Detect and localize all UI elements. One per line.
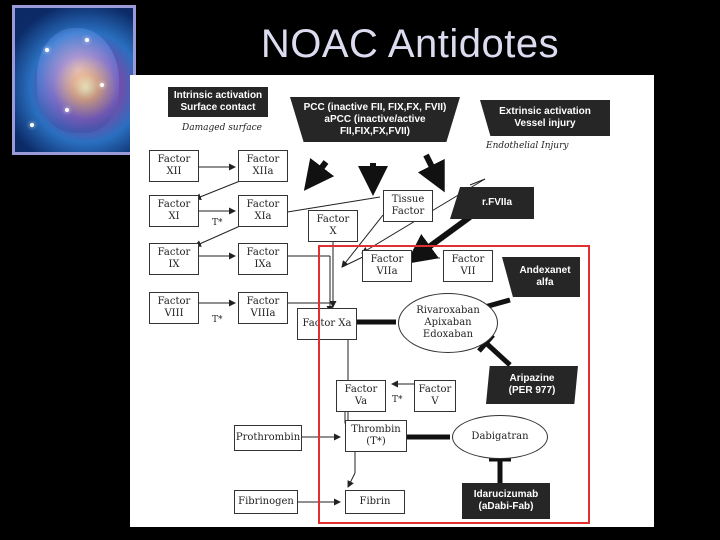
t-star-label-3: T* (392, 395, 403, 405)
idarucizumab-box: Idarucizumab(aDabi-Fab) (462, 483, 550, 519)
andexanet-l2: alfa (536, 277, 554, 288)
factor-viiia-l1: Factor (246, 296, 280, 307)
factor-xa: Factor Xa (297, 308, 357, 340)
pcc-line-1: PCC (inactive FII, FIX,FX, FVII) (303, 101, 447, 113)
thrombin-l1: Thrombin (351, 424, 401, 435)
rfviia-label: r.FVIIa (481, 197, 512, 208)
prothrombin-label: Prothrombin (235, 432, 301, 443)
slide-title: NOAC Antidotes (260, 22, 560, 66)
tissue-factor-l1: Tissue (391, 194, 425, 205)
factor-viii-l2: VIII (164, 308, 184, 319)
thrombin-l2: (T*) (366, 436, 386, 447)
factor-xii-l1: Factor (157, 154, 191, 165)
pcc-line-3: FII,FIX,FX,FVII) (340, 125, 410, 137)
pcc-line-2: aPCC (inactive/active (324, 113, 426, 125)
brain-head-icon (12, 5, 136, 155)
factor-va-l2: Va (354, 396, 368, 407)
idarucizumab-l2: (aDabi-Fab) (478, 501, 534, 512)
head-silhouette (37, 28, 119, 133)
spark (45, 48, 49, 52)
aripazine-l2: (PER 977) (508, 385, 556, 396)
extrinsic-line-2: Vessel injury (514, 118, 576, 129)
spark (65, 108, 69, 112)
thrombin: Thrombin(T*) (345, 420, 407, 452)
factor-ixa-l1: Factor (246, 247, 280, 258)
spark (30, 123, 34, 127)
factor-xi-l1: Factor (157, 199, 191, 210)
fibrinogen: Fibrinogen (234, 490, 298, 514)
spark (85, 38, 89, 42)
factor-vii-l1: Factor (451, 254, 485, 265)
factor-ix-l2: IX (168, 259, 180, 270)
damaged-surface-label: Damaged surface (182, 123, 262, 133)
aripazine-l1: Aripazine (509, 373, 555, 384)
factor-xii-l2: XII (166, 166, 182, 177)
factor-v-l2: V (431, 396, 439, 407)
factor-ix-l1: Factor (157, 247, 191, 258)
edoxaban: Edoxaban (422, 329, 474, 340)
extrinsic-line-1: Extrinsic activation (499, 106, 591, 117)
factor-xiia-l1: Factor (246, 154, 280, 165)
rivaroxaban: Rivaroxaban (416, 305, 480, 316)
apixaban: Apixaban (424, 317, 472, 328)
factor-v-l1: Factor (418, 384, 452, 395)
factor-va-l1: Factor (344, 384, 378, 395)
dabigatran-label: Dabigatran (471, 431, 529, 442)
t-star-label: T* (212, 218, 223, 228)
tissue-factor-l2: Factor (391, 206, 425, 217)
factor-viii-l1: Factor (157, 296, 191, 307)
andexanet-l1: Andexanet (519, 265, 571, 276)
pcc-box: PCC (inactive FII, FIX,FX, FVII)aPCC (in… (290, 97, 460, 142)
fibrinogen-label: Fibrinogen (238, 496, 294, 507)
intrinsic-line-2: Surface contact (180, 102, 256, 113)
rfviia-box: r.FVIIa (450, 187, 534, 219)
factor-xa-label: Factor Xa (302, 318, 352, 329)
factor-x-l1: Factor (316, 214, 350, 225)
spark (100, 83, 104, 87)
fibrin: Fibrin (345, 490, 405, 514)
idarucizumab-l1: Idarucizumab (473, 489, 539, 500)
factor-vii-l2: VII (460, 266, 476, 277)
antidote-highlight-box (318, 245, 590, 524)
factor-xi-l2: XI (168, 211, 180, 222)
factor-xiia-l2: XIIa (252, 166, 274, 177)
factor-x-l2: X (329, 226, 337, 237)
factor-xia-l2: XIa (254, 211, 272, 222)
fibrin-label: Fibrin (359, 496, 391, 507)
factor-viia-l2: VIIa (376, 266, 398, 277)
dabigatran-ellipse: Dabigatran (452, 415, 548, 459)
aripazine-box: Aripazine(PER 977) (486, 366, 578, 404)
factor-xia-l1: Factor (246, 199, 280, 210)
t-star-label-2: T* (212, 315, 223, 325)
factor-ixa-l2: IXa (254, 259, 272, 270)
factor-viiia-l2: VIIIa (250, 308, 276, 319)
factor-viia-l1: Factor (370, 254, 404, 265)
intrinsic-line-1: Intrinsic activation (173, 90, 263, 101)
endothelial-injury-label: Endothelial Injury (486, 141, 569, 151)
prothrombin: Prothrombin (234, 425, 302, 451)
